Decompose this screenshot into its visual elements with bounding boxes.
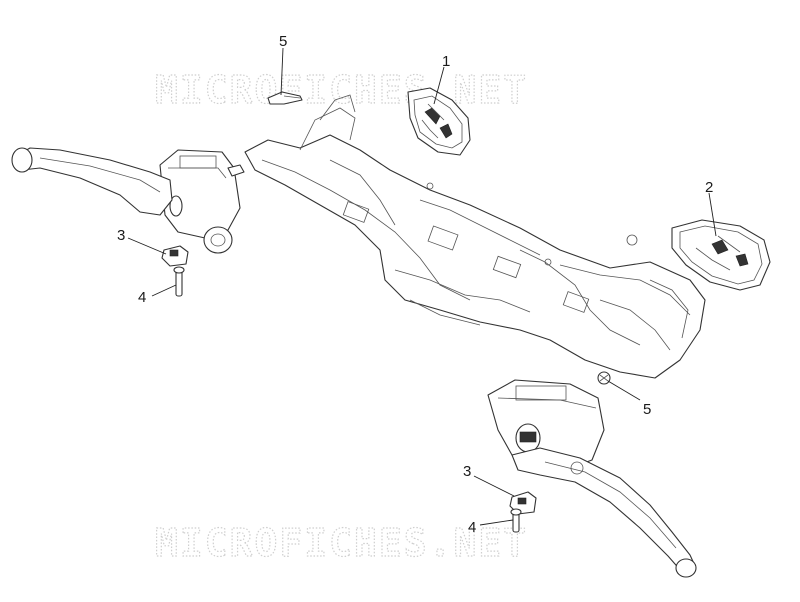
left-switch-screw <box>173 266 185 297</box>
callout-2: 2 <box>705 179 713 196</box>
left-brake-lever <box>11 147 173 216</box>
right-brake-lever <box>511 447 697 578</box>
left-switch-housing <box>407 87 471 156</box>
callout-4-right: 4 <box>468 519 476 536</box>
callout-3-left: 3 <box>117 227 125 244</box>
top-screw <box>267 91 303 105</box>
callout-5-right: 5 <box>643 401 651 418</box>
callout-1: 1 <box>442 53 450 70</box>
leader-lines <box>127 47 717 526</box>
watermark-top: MICROFICHES.NET <box>155 68 528 112</box>
right-master-cylinder <box>487 379 605 471</box>
handlebar-frame <box>244 94 706 379</box>
watermark-bottom: MICROFICHES.NET <box>155 521 528 565</box>
callout-3-right: 3 <box>463 463 471 480</box>
right-switch-screw <box>510 508 522 533</box>
left-stop-switch <box>161 245 189 267</box>
right-switch-housing <box>671 219 771 291</box>
left-master-cylinder <box>159 149 245 254</box>
plug-screw <box>597 371 611 385</box>
callout-5-top: 5 <box>279 33 287 50</box>
callout-4-left: 4 <box>138 289 146 306</box>
